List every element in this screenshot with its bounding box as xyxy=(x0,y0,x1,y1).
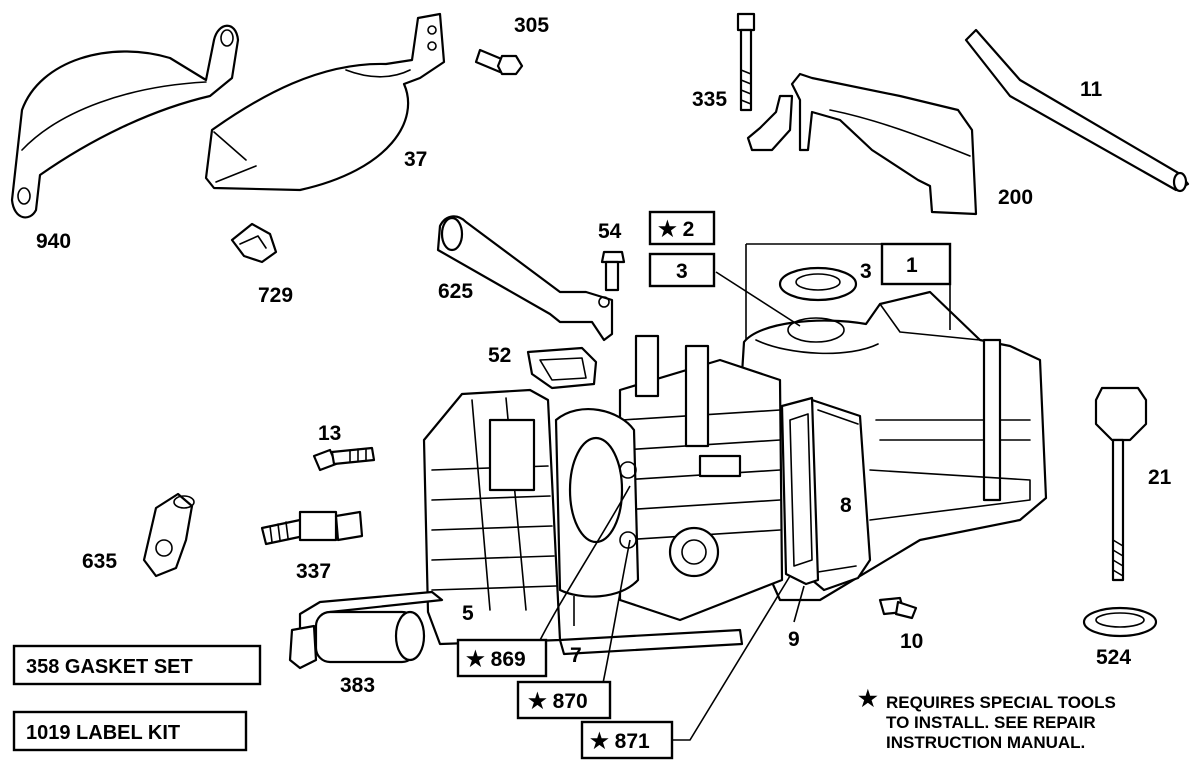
boxed-label-870: ★ 870 xyxy=(516,680,612,720)
part-305-bolt xyxy=(474,48,524,76)
boxed-label-869-text: ★ 869 xyxy=(466,648,526,671)
boxed-label-2: ★ 2 xyxy=(648,210,716,246)
label-52: 52 xyxy=(488,344,511,367)
part-9-gasket xyxy=(780,396,820,586)
label-335: 335 xyxy=(692,88,727,111)
label-13: 13 xyxy=(318,422,341,445)
label-625: 625 xyxy=(438,280,473,303)
part-7-head-gasket xyxy=(554,408,640,598)
part-37-bracket xyxy=(204,12,446,192)
label-524: 524 xyxy=(1096,646,1131,669)
label-729: 729 xyxy=(258,284,293,307)
note-star: ★ xyxy=(858,686,878,711)
part-940-shroud xyxy=(10,24,240,219)
label-305: 305 xyxy=(514,14,549,37)
label-54: 54 xyxy=(598,220,622,243)
boxed-label-1: 1 xyxy=(880,242,952,286)
part-337-spark-plug xyxy=(260,510,364,546)
label-21: 21 xyxy=(1148,466,1172,489)
label-37: 37 xyxy=(404,148,427,171)
kit-box-label-kit: 1019 LABEL KIT xyxy=(12,710,248,752)
part-625-tube xyxy=(436,215,614,342)
kit-box-gasket-set: 358 GASKET SET xyxy=(12,644,262,686)
part-635-boot xyxy=(142,492,195,578)
label-3: 3 xyxy=(860,260,872,283)
part-200-lever xyxy=(746,72,978,216)
label-7: 7 xyxy=(570,644,582,667)
cylinder-barrel xyxy=(558,334,784,656)
label-337: 337 xyxy=(296,560,331,583)
special-tools-note: ★ REQUIRES SPECIAL TOOLS TO INSTALL. SEE… xyxy=(858,686,1116,752)
boxed-label-2-text: ★ 2 xyxy=(658,218,694,241)
part-11-tube xyxy=(964,28,1190,193)
part-335-bolt xyxy=(736,12,756,112)
part-54-screw xyxy=(600,250,626,292)
kit-label-kit-text: 1019 LABEL KIT xyxy=(26,722,180,744)
part-10-bolt xyxy=(878,596,918,620)
boxed-label-3-text: 3 xyxy=(676,260,688,283)
boxed-label-871-text: ★ 871 xyxy=(590,730,650,753)
part-13-bolt xyxy=(312,446,376,472)
label-8: 8 xyxy=(840,494,852,517)
label-635: 635 xyxy=(82,550,117,573)
boxed-label-871: ★ 871 xyxy=(580,720,674,760)
part-52-gasket xyxy=(526,346,598,390)
label-5: 5 xyxy=(462,602,474,625)
part-524-o-ring xyxy=(1082,606,1158,638)
boxed-label-1-text: 1 xyxy=(906,254,918,277)
label-383: 383 xyxy=(340,674,375,697)
part-729-clip xyxy=(230,222,278,264)
label-10: 10 xyxy=(900,630,923,653)
boxed-label-3: 3 xyxy=(648,252,716,288)
label-940: 940 xyxy=(36,230,71,253)
note-line-2: TO INSTALL. SEE REPAIR xyxy=(886,713,1096,732)
part-383-muffler xyxy=(288,590,444,670)
boxed-label-869: ★ 869 xyxy=(456,638,548,678)
label-9: 9 xyxy=(788,628,800,651)
part-3-seal xyxy=(778,266,858,302)
label-11: 11 xyxy=(1080,78,1103,101)
part-5-cylinder-head xyxy=(422,388,562,646)
leader-lines xyxy=(535,243,951,741)
part-8-cover xyxy=(810,398,872,592)
note-line-3: INSTRUCTION MANUAL. xyxy=(886,733,1085,752)
part-21-dipstick xyxy=(1094,386,1148,582)
note-line-1: REQUIRES SPECIAL TOOLS xyxy=(886,693,1116,712)
kit-gasket-set-text: 358 GASKET SET xyxy=(26,656,193,678)
boxed-label-870-text: ★ 870 xyxy=(528,690,588,713)
label-200: 200 xyxy=(998,186,1033,209)
